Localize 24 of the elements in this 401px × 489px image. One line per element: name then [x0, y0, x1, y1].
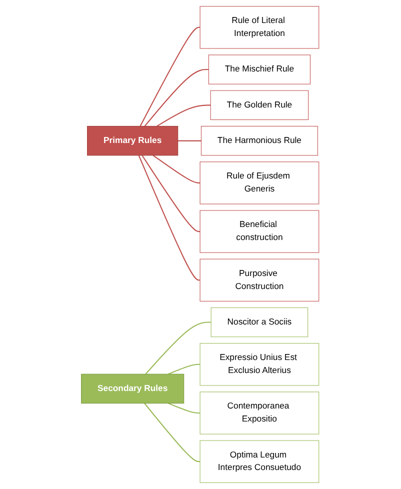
node-box: Purposive Construction — [200, 258, 320, 302]
node-box: Rule of Ejusdem Generis — [200, 162, 320, 204]
connector — [168, 364, 200, 375]
node-box: Primary Rules — [87, 126, 179, 156]
node-box: Secondary Rules — [81, 374, 185, 404]
connector — [142, 155, 200, 232]
node-box: Beneficial construction — [200, 210, 320, 253]
connector — [140, 26, 200, 126]
connector — [138, 155, 200, 281]
node-box: Optima Legum Interpres Consuetudo — [200, 440, 320, 483]
connector — [157, 104, 211, 127]
connector — [178, 140, 202, 142]
node-box: The Mischief Rule — [208, 54, 311, 84]
node-box: Noscitor a Sociis — [211, 307, 308, 338]
connector — [153, 154, 200, 184]
connector — [146, 322, 212, 374]
connector — [144, 402, 200, 462]
connector — [168, 402, 200, 414]
node-box: Contemporanea Expositio — [200, 392, 320, 434]
node-box: The Harmonious Rule — [201, 126, 318, 156]
node-box: The Golden Rule — [210, 90, 309, 120]
node-box: Expressio Unius Est Exclusio Alterius — [200, 343, 320, 386]
node-box: Rule of Literal Interpretation — [200, 6, 320, 49]
connector — [144, 68, 210, 127]
